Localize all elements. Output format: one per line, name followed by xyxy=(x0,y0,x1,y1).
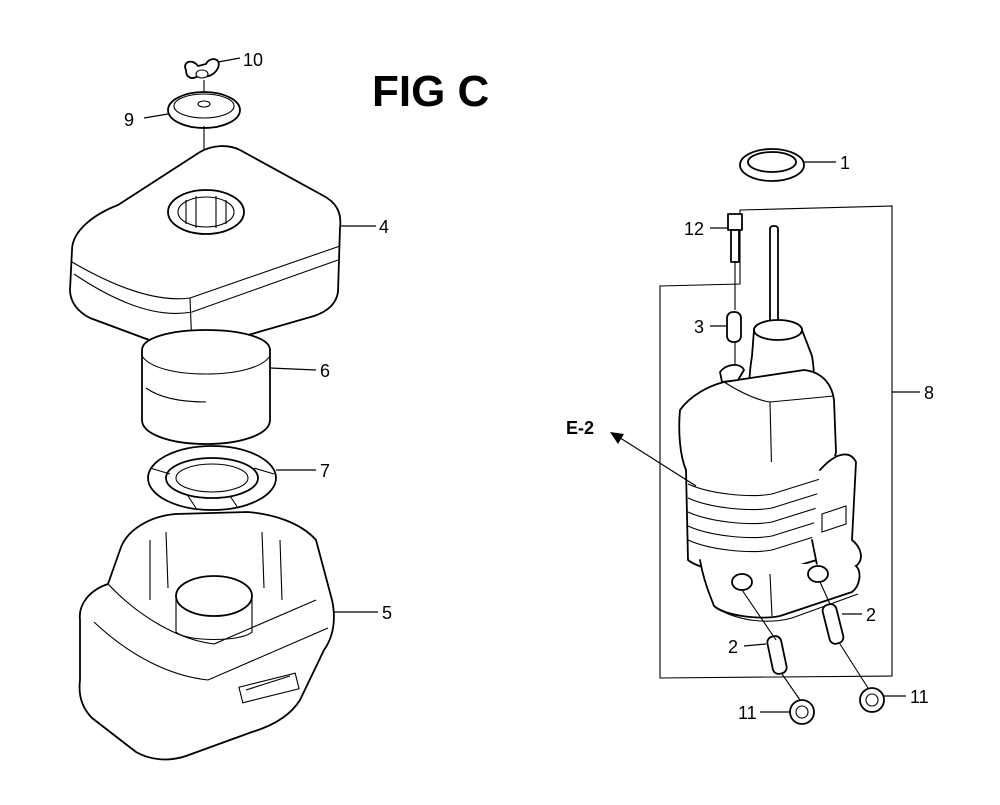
part-wing-nut xyxy=(184,58,220,79)
reference-label: E-2 xyxy=(566,418,594,438)
callout-11-right: 11 xyxy=(910,687,929,707)
part-nut-left xyxy=(789,699,815,725)
callout-4: 4 xyxy=(379,217,389,237)
part-sleeve-lower-right xyxy=(821,603,845,645)
axis-line xyxy=(839,643,869,689)
callout-3: 3 xyxy=(694,317,704,337)
callout-11-left: 11 xyxy=(738,703,757,723)
callout-5: 5 xyxy=(382,603,392,623)
axis-line xyxy=(741,589,777,641)
assembly-boundary xyxy=(659,205,893,679)
axis-line xyxy=(781,673,801,701)
callout-7: 7 xyxy=(320,461,330,481)
callout-2-right: 2 xyxy=(866,605,876,625)
callout-2-left: 2 xyxy=(728,637,738,657)
callout-6: 6 xyxy=(320,361,330,381)
part-cylinder-body xyxy=(678,319,862,622)
part-air-cleaner-case xyxy=(78,511,335,761)
part-stud-rod xyxy=(769,225,779,325)
part-nut-right xyxy=(859,687,885,713)
callout-12: 12 xyxy=(684,219,704,239)
callout-9: 9 xyxy=(124,110,134,130)
part-dowel-pin xyxy=(726,311,742,368)
part-filter-element xyxy=(141,329,271,445)
part-cover-plate xyxy=(167,91,241,129)
part-bolt xyxy=(727,213,743,310)
part-sleeve-lower-left xyxy=(766,635,788,675)
axis-line xyxy=(819,581,831,605)
part-air-cleaner-cover xyxy=(69,145,342,352)
part-o-ring xyxy=(739,148,805,182)
leader-lines xyxy=(143,57,920,713)
part-gasket-ring xyxy=(147,445,277,511)
callout-10: 10 xyxy=(243,50,263,70)
figure-title: FIG C xyxy=(372,67,489,116)
callout-8: 8 xyxy=(924,383,934,403)
callout-1: 1 xyxy=(840,153,850,173)
